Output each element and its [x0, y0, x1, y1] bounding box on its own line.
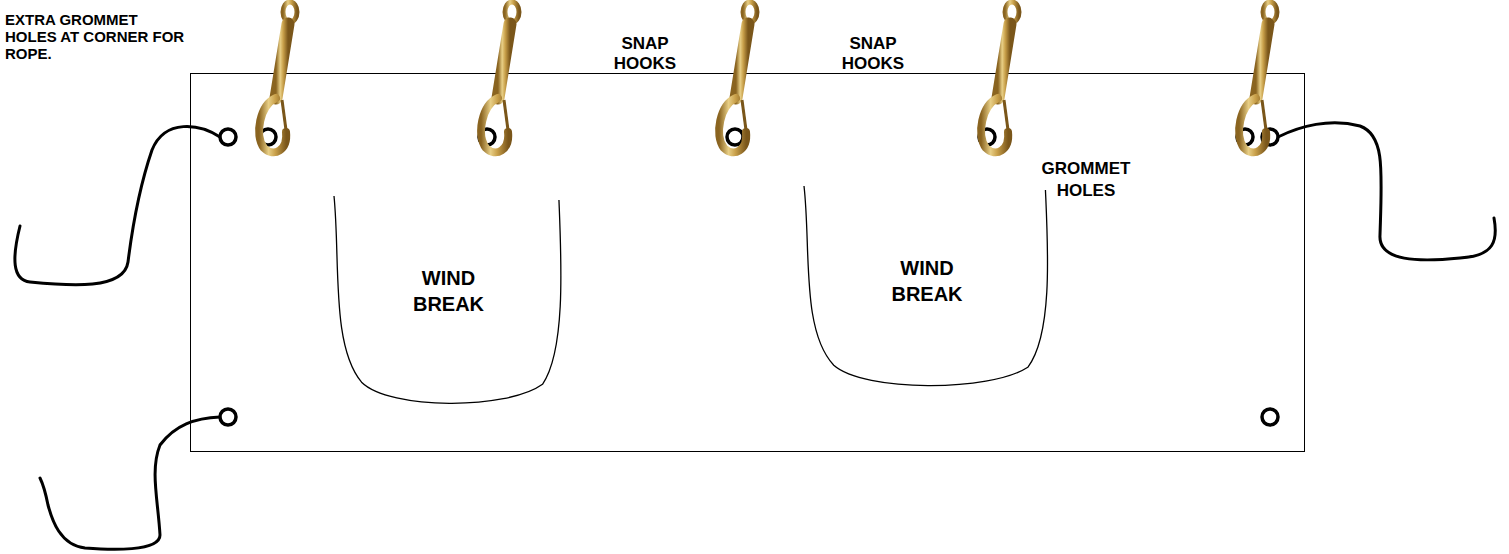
snap-hook — [481, 2, 519, 152]
part-label: SNAP HOOKS — [590, 34, 700, 74]
grommet — [1262, 409, 1278, 425]
corner-note: EXTRA GROMMET HOLES AT CORNER FOR ROPE. — [5, 11, 185, 62]
part-label: SNAP HOOKS — [818, 34, 928, 74]
grommet — [1237, 129, 1253, 145]
snap-hook — [719, 2, 757, 152]
rope — [1278, 123, 1495, 260]
grommet — [260, 129, 276, 145]
grommet — [479, 129, 495, 145]
grommet — [727, 129, 743, 145]
callout-label: GROMMET HOLES — [1021, 158, 1151, 202]
snap-hook — [1239, 2, 1277, 152]
snap-hooks — [259, 2, 1277, 152]
wind-break-pocket: WIND BREAK — [331, 196, 566, 410]
ropes — [15, 123, 1495, 550]
grommet — [220, 129, 236, 145]
wind-break-pocket: WIND BREAK — [801, 186, 1053, 392]
grommet-holes — [220, 129, 1278, 425]
rope — [40, 417, 220, 549]
snap-hook — [259, 2, 297, 152]
grommet — [1262, 129, 1278, 145]
tarp-panel: GROMMET HOLES WIND BREAK WIND BREAK — [190, 73, 1305, 452]
grommet — [979, 129, 995, 145]
grommet — [220, 409, 236, 425]
snap-hook — [981, 2, 1019, 152]
pocket-label: WIND BREAK — [801, 255, 1053, 307]
pocket-label: WIND BREAK — [331, 265, 566, 317]
